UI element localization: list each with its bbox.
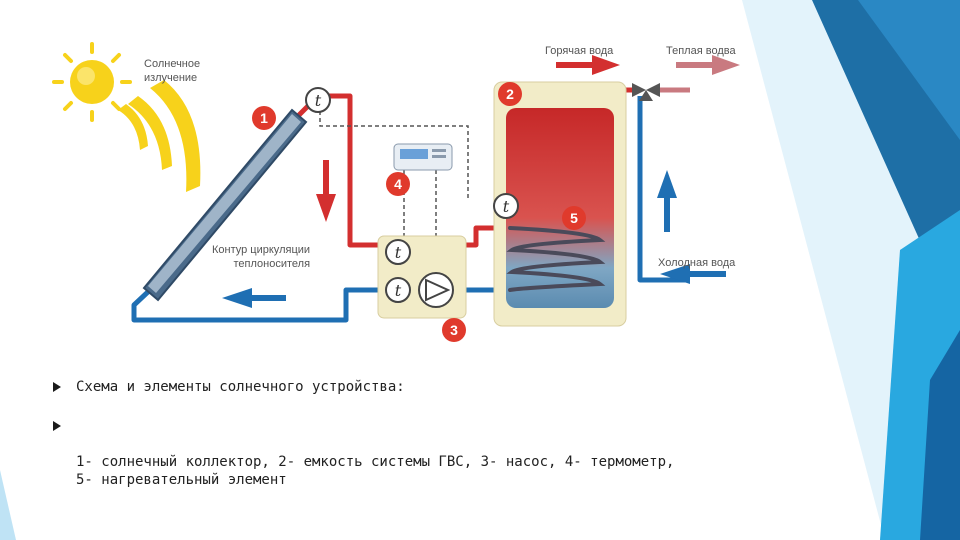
svg-text:2: 2 (506, 86, 514, 102)
svg-text:1: 1 (260, 110, 268, 126)
thermometer-device (393, 143, 453, 171)
sensor-return-icon: t (385, 277, 411, 303)
marker-3: 3 (442, 318, 466, 342)
mixing-valve-icon (632, 83, 660, 101)
svg-text:t: t (395, 281, 402, 300)
flow-arrows (222, 55, 740, 308)
sensor-supply-icon: t (385, 239, 411, 265)
svg-text:t: t (503, 197, 510, 216)
temperature-sensors: t t t t (305, 87, 519, 303)
deco-facet-mid (858, 0, 960, 140)
sensor-collector-icon: t (305, 87, 331, 113)
deco-corner-left (0, 470, 16, 540)
sun-icon (52, 42, 132, 122)
bullet-item: 1- солнечный коллектор, 2- емкость систе… (52, 417, 752, 489)
arrow-up-icon (657, 170, 677, 232)
pump-icon (418, 272, 454, 308)
svg-text:3: 3 (450, 322, 458, 338)
deco-facet-deep (920, 330, 960, 540)
bullet-list: Схема и элементы солнечного устройства: … (52, 378, 752, 510)
arrow-left-cold-icon (660, 264, 726, 284)
bullet-arrow-icon (53, 421, 61, 431)
heating-coil (506, 226, 606, 292)
bullet-text: 1- солнечный коллектор, 2- емкость систе… (76, 454, 675, 488)
svg-text:5: 5 (570, 210, 578, 226)
arrow-right-hot-icon (556, 55, 620, 75)
label-circulation-circuit: Контур циркуляции теплоносителя (212, 244, 311, 270)
arrow-down-icon (316, 160, 336, 222)
bullet-text: Схема и элементы солнечного устройства: (76, 379, 405, 395)
radiation-arcs (118, 80, 201, 192)
marker-2: 2 (498, 82, 522, 106)
marker-1: 1 (252, 106, 276, 130)
label-warm-water: Теплая водва (666, 45, 736, 57)
svg-text:4: 4 (394, 176, 402, 192)
markers: 1 2 3 4 5 (252, 82, 586, 342)
marker-4: 4 (386, 172, 410, 196)
arrow-left-icon (222, 288, 286, 308)
bullet-item: Схема и элементы солнечного устройства: (52, 378, 752, 396)
marker-5: 5 (562, 206, 586, 230)
label-solar-radiation: Солнечное излучение (144, 58, 201, 84)
sensor-tank-icon: t (493, 193, 519, 219)
arrow-right-warm-icon (676, 55, 740, 75)
solar-collector (142, 108, 308, 302)
svg-text:t: t (395, 243, 402, 262)
label-cold-water: Холодная вода (658, 257, 736, 269)
label-hot-water: Горячая вода (545, 45, 614, 57)
bullet-arrow-icon (53, 382, 61, 392)
svg-text:t: t (315, 91, 322, 110)
